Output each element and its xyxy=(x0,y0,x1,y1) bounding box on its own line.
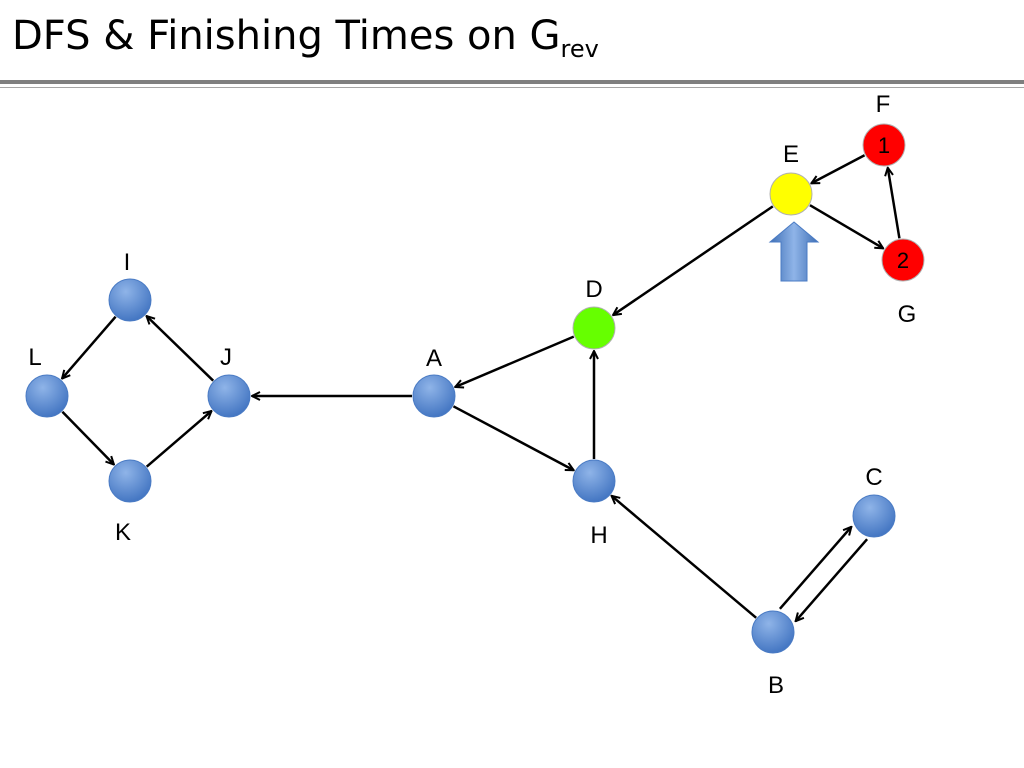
edge-f-to-e xyxy=(811,154,866,185)
up-arrow-icon xyxy=(768,221,820,282)
edge-b-to-h xyxy=(612,496,757,619)
edge-l-to-k xyxy=(61,410,114,465)
node-g-circle xyxy=(881,238,925,282)
node-c-label: C xyxy=(865,464,882,491)
title-divider-thin xyxy=(0,87,1024,88)
slide-title: DFS & Finishing Times on Grev xyxy=(12,14,599,62)
node-a-label: A xyxy=(426,345,442,372)
node-k: K xyxy=(108,459,152,546)
node-c: C xyxy=(852,464,896,538)
node-i-label: I xyxy=(124,249,131,276)
edge-j-to-i xyxy=(147,316,215,382)
node-h-label: H xyxy=(590,522,607,549)
title-main: DFS & Finishing Times on G xyxy=(12,13,561,59)
node-d-circle xyxy=(572,306,616,350)
node-l-circle xyxy=(25,374,69,418)
pointer-layer xyxy=(768,221,820,282)
node-g-label: G xyxy=(898,301,917,328)
node-j-label: J xyxy=(220,344,232,371)
node-d-label: D xyxy=(585,276,602,303)
edge-b-to-c xyxy=(778,527,851,610)
node-e-label: E xyxy=(783,141,799,168)
edge-g-to-f xyxy=(888,168,901,239)
title-subscript: rev xyxy=(560,35,599,63)
node-a: A xyxy=(412,345,456,418)
node-b-circle xyxy=(751,610,795,654)
node-g-finish-number: 2 xyxy=(897,248,909,273)
node-e: E xyxy=(769,141,813,216)
node-d: D xyxy=(572,276,616,350)
edge-a-to-h xyxy=(452,405,573,472)
node-l: L xyxy=(25,344,69,418)
title-divider xyxy=(0,80,1024,84)
node-a-circle xyxy=(412,374,456,418)
node-j-circle xyxy=(207,374,251,418)
node-c-circle xyxy=(852,494,896,538)
node-b: B xyxy=(751,610,795,699)
node-i-circle xyxy=(108,278,152,322)
node-l-label: L xyxy=(28,344,41,371)
edge-i-to-l xyxy=(62,315,117,379)
node-h-circle xyxy=(572,459,616,503)
node-f-label: F xyxy=(876,91,891,118)
edge-d-to-a xyxy=(455,335,575,387)
node-i: I xyxy=(108,249,152,322)
node-h: H xyxy=(572,459,616,549)
edge-e-to-g xyxy=(809,204,883,248)
node-f-finish-number: 1 xyxy=(878,133,890,158)
node-f-circle xyxy=(862,123,906,167)
node-k-label: K xyxy=(115,519,131,546)
edges-layer xyxy=(61,154,901,621)
edge-c-to-b xyxy=(796,538,869,621)
node-e-circle xyxy=(769,172,813,216)
node-b-label: B xyxy=(768,672,784,699)
node-g: 2G xyxy=(881,238,925,328)
node-k-circle xyxy=(108,459,152,503)
node-f: 1F xyxy=(862,91,906,167)
edge-k-to-j xyxy=(145,411,212,468)
edge-e-to-d xyxy=(613,205,774,315)
node-j: J xyxy=(207,344,251,418)
